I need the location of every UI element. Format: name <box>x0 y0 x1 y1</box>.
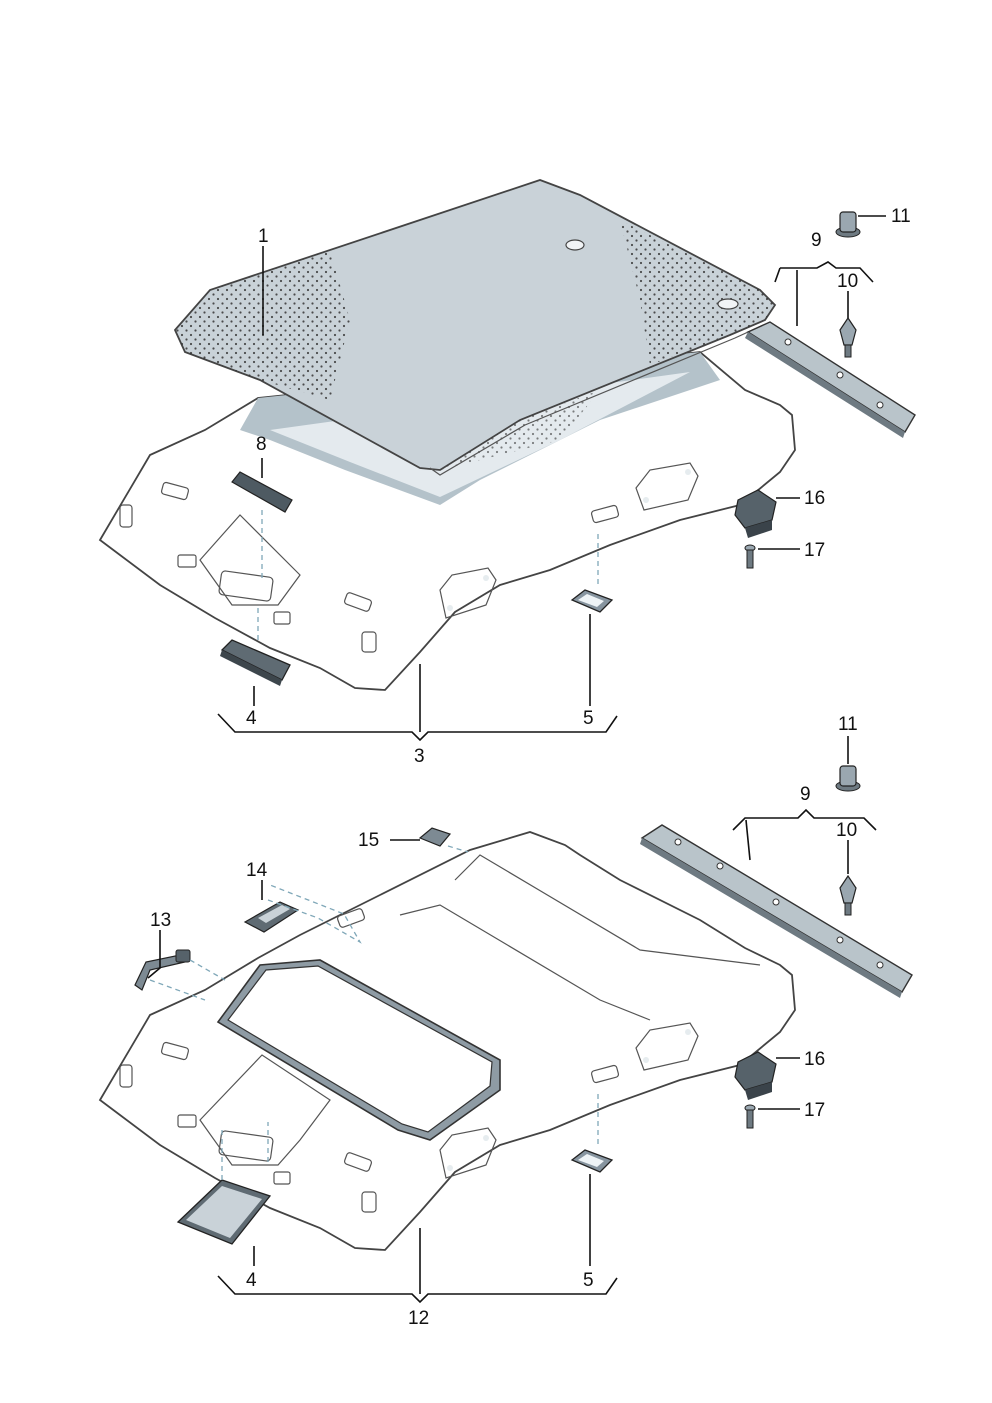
part-13-coat-hook <box>134 949 191 991</box>
part-4-cover-lower <box>176 1179 272 1245</box>
leader-lines-upper <box>217 215 886 742</box>
callout-16: 16 <box>804 488 825 509</box>
grab-handle-recess-icon <box>635 1022 699 1071</box>
headliner-lower <box>98 831 796 1251</box>
callout-16: 16 <box>804 1049 825 1070</box>
callout-14: 14 <box>246 860 268 881</box>
callout-1: 1 <box>258 226 269 247</box>
callout-5: 5 <box>583 708 594 729</box>
part-16-bracket-lower <box>734 1051 777 1100</box>
upper-assembly: 1 8 9 10 11 16 17 4 5 3 <box>98 179 916 767</box>
grab-handle-recess-icon <box>439 567 497 619</box>
part-9-rail-upper <box>745 321 916 438</box>
grab-handle-recess-icon <box>439 1127 497 1179</box>
callout-10: 10 <box>837 271 858 292</box>
leader-lines-lower <box>147 736 877 1304</box>
part-11-nut-lower <box>835 765 861 792</box>
callout-5: 5 <box>583 1270 594 1291</box>
part-4-cover-upper <box>220 639 291 686</box>
part-17-screw-lower <box>744 1104 756 1129</box>
callout-13: 13 <box>150 910 171 931</box>
part-10-clip-lower <box>839 874 857 916</box>
callout-12: 12 <box>408 1308 429 1329</box>
part-15-clip <box>418 827 452 847</box>
callout-8: 8 <box>256 434 267 455</box>
callout-17: 17 <box>804 1100 825 1121</box>
part-17-screw-upper <box>744 544 756 569</box>
part-14-reading-light <box>243 901 300 933</box>
callout-3: 3 <box>414 746 425 767</box>
lower-assembly: 11 9 10 15 14 13 16 17 4 5 12 <box>98 714 913 1329</box>
part-5-lens-upper <box>570 589 614 613</box>
callout-10: 10 <box>836 820 857 841</box>
part-9-rail-lower <box>640 824 913 998</box>
callout-4: 4 <box>246 708 257 729</box>
part-16-bracket-upper <box>734 489 777 538</box>
callout-17: 17 <box>804 540 825 561</box>
callout-15: 15 <box>358 830 379 851</box>
part-11-nut-upper <box>835 211 861 238</box>
part-10-clip-upper <box>839 316 857 358</box>
callout-4: 4 <box>246 1270 257 1291</box>
callout-9: 9 <box>811 230 822 251</box>
callout-11: 11 <box>891 206 911 227</box>
callout-9: 9 <box>800 784 811 805</box>
grab-handle-recess-icon <box>635 462 699 511</box>
part-5-lens-lower <box>570 1149 614 1173</box>
callout-11: 11 <box>838 714 858 735</box>
part-8-bezel <box>225 466 300 520</box>
